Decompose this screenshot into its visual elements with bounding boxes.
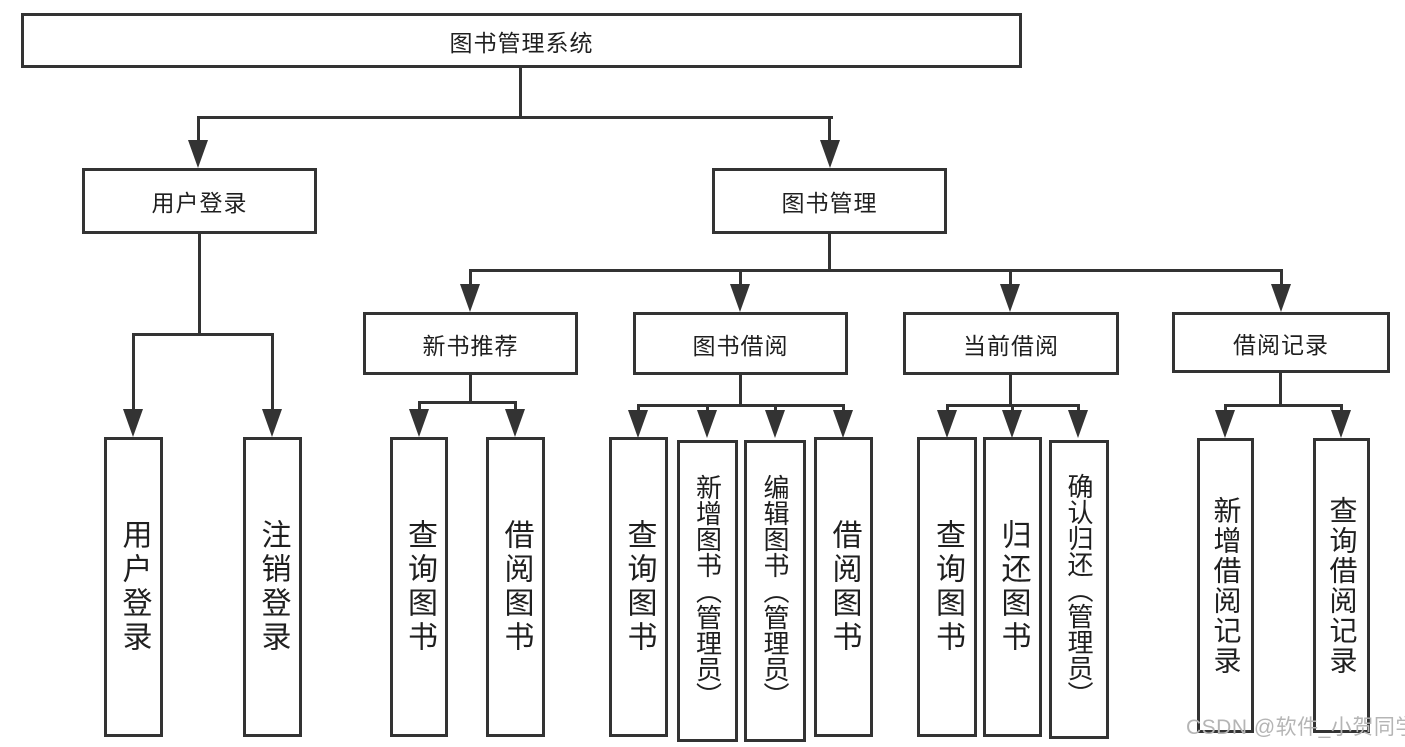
leaf-logout: 注销登录 <box>243 437 302 737</box>
arrowhead-borrow-query <box>628 410 648 438</box>
connector-drop-book-mgmt <box>828 116 831 142</box>
arrowhead-borrow-borrow <box>833 410 853 438</box>
node-current-borrow: 当前借阅 <box>903 312 1119 375</box>
connector-drop-current-confirm <box>1077 404 1080 413</box>
arrowhead-current <box>1000 284 1020 312</box>
arrowhead-user-login <box>188 140 208 168</box>
arrowhead-current-confirm <box>1068 410 1088 438</box>
leaf-borrow-add-book-admin: 新增图书（管理员） <box>677 440 738 742</box>
arrowhead-logout-leaf <box>262 409 282 437</box>
connector-drop-borrow-query <box>637 404 640 413</box>
connector-drop-current-return <box>1011 404 1014 413</box>
leaf-record-add: 新增借阅记录 <box>1197 438 1254 733</box>
leaf-borrow-query-book: 查询图书 <box>609 437 668 737</box>
connector-drop-record-add <box>1224 404 1227 413</box>
connector-user-login-stem <box>198 232 201 336</box>
leaf-borrow-borrow-book: 借阅图书 <box>814 437 873 737</box>
connector-drop-new-rec <box>469 269 472 286</box>
arrowhead-new-rec <box>460 284 480 312</box>
arrowhead-login-leaf <box>123 409 143 437</box>
connector-drop-borrow-edit <box>774 404 777 413</box>
connector-user-login-bar <box>132 333 274 336</box>
connector-borrow-bar <box>637 404 845 407</box>
arrowhead-current-return <box>1002 410 1022 438</box>
node-book-borrow: 图书借阅 <box>633 312 848 375</box>
leaf-current-query-book: 查询图书 <box>917 437 977 737</box>
leaf-user-login: 用户登录 <box>104 437 163 737</box>
connector-root-stem <box>519 66 522 119</box>
connector-drop-current <box>1009 269 1012 286</box>
connector-record-bar <box>1224 404 1343 407</box>
connector-current-stem <box>1009 373 1012 407</box>
arrowhead-record <box>1271 284 1291 312</box>
connector-new-rec-stem <box>469 373 472 404</box>
connector-drop-current-query <box>946 404 949 413</box>
connector-borrow-stem <box>739 373 742 407</box>
connector-drop-borrow-borrow <box>842 404 845 413</box>
connector-record-stem <box>1279 371 1282 407</box>
connector-drop-borrow <box>739 269 742 286</box>
connector-new-rec-bar <box>418 401 517 404</box>
node-root-system: 图书管理系统 <box>21 13 1022 68</box>
connector-root-bar <box>197 116 833 119</box>
arrowhead-record-query <box>1331 410 1351 438</box>
connector-drop-newrec-borrow <box>514 401 517 412</box>
arrowhead-current-query <box>937 410 957 438</box>
connector-drop-login-leaf <box>132 333 135 411</box>
leaf-record-query: 查询借阅记录 <box>1313 438 1370 733</box>
connector-drop-newrec-query <box>418 401 421 412</box>
connector-book-mgmt-stem <box>828 232 831 272</box>
connector-drop-logout-leaf <box>271 333 274 411</box>
leaf-borrow-edit-book-admin: 编辑图书（管理员） <box>744 440 806 742</box>
connector-drop-borrow-add <box>706 404 709 413</box>
arrowhead-book-mgmt <box>820 140 840 168</box>
leaf-current-confirm-return-admin: 确认归还（管理员） <box>1049 440 1109 739</box>
arrowhead-newrec-borrow <box>505 409 525 437</box>
node-book-management: 图书管理 <box>712 168 947 234</box>
arrowhead-borrow-add <box>697 410 717 438</box>
arrowhead-newrec-query <box>409 409 429 437</box>
connector-drop-user-login <box>197 116 200 142</box>
arrowhead-record-add <box>1215 410 1235 438</box>
leaf-current-return-book: 归还图书 <box>983 437 1042 737</box>
node-borrow-record: 借阅记录 <box>1172 312 1390 373</box>
connector-book-mgmt-bar <box>469 269 1282 272</box>
arrowhead-borrow <box>730 284 750 312</box>
leaf-newrec-query-book: 查询图书 <box>390 437 448 737</box>
node-new-book-recommend: 新书推荐 <box>363 312 578 375</box>
leaf-newrec-borrow-book: 借阅图书 <box>486 437 545 737</box>
arrowhead-borrow-edit <box>765 410 785 438</box>
connector-drop-record <box>1280 269 1283 286</box>
csdn-watermark: CSDN @软件_小贺同学 <box>1186 716 1405 739</box>
connector-drop-record-query <box>1340 404 1343 413</box>
node-user-login: 用户登录 <box>82 168 317 234</box>
